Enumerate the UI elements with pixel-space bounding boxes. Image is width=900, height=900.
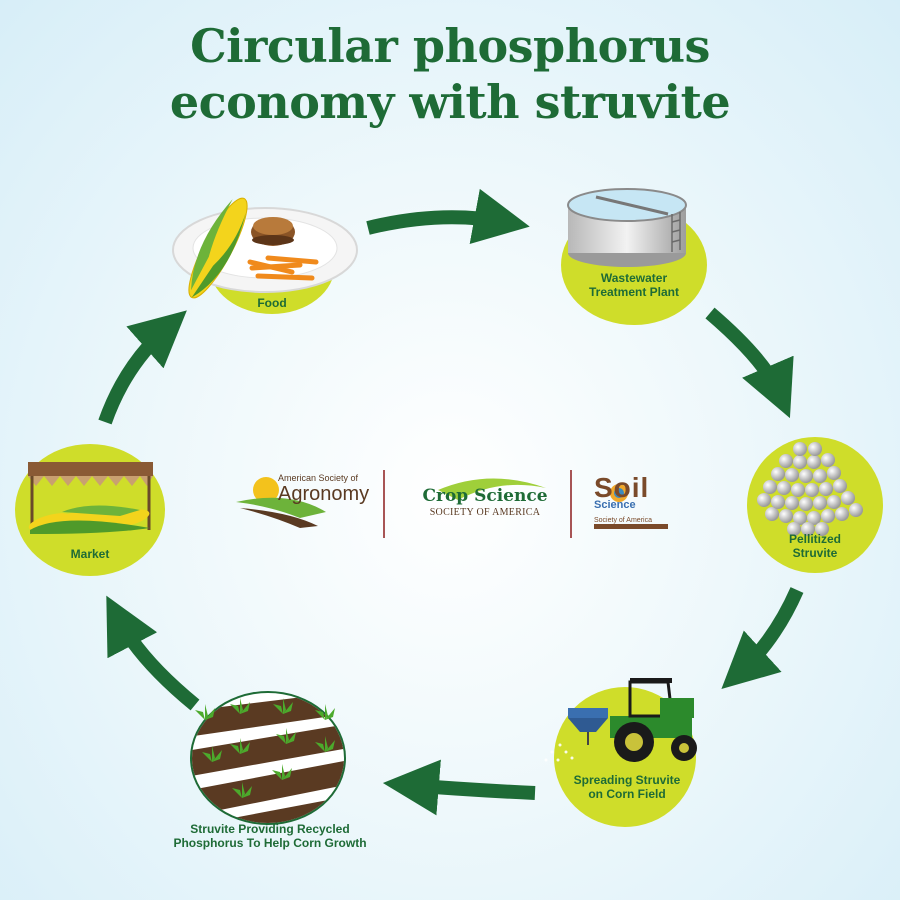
soilscience-big-text: Soil [594, 472, 650, 503]
soilscience-logo: Soil Science Society of America [594, 474, 674, 526]
wastewater-line1: Wastewater [600, 271, 668, 285]
spreading-line2: on Corn Field [588, 787, 666, 801]
page-title: Circular phosphorus economy with struvit… [0, 18, 900, 130]
arrow-growth-to-market [106, 595, 200, 711]
title-line-1: Circular phosphorus [190, 19, 710, 73]
agronomy-small-text: American Society of [278, 473, 359, 483]
market-label: Market [70, 547, 110, 561]
cropscience-small-text: SOCIETY OF AMERICA [429, 507, 541, 518]
agronomy-logo: American Society of Agronomy [278, 473, 378, 505]
soilscience-logo-graphic [594, 484, 668, 529]
cycle-arrows [98, 188, 804, 816]
growth-line2: Phosphorus To Help Corn Growth [173, 836, 367, 850]
title-line-2: economy with struvite [169, 75, 731, 129]
wastewater-tank-icon [567, 188, 687, 267]
arrow-market-to-food [98, 310, 187, 425]
arrow-struvite-to-spreading [721, 587, 804, 690]
label-wastewater: Wastewater Treatment Plant [574, 271, 694, 299]
label-market: Market [40, 547, 140, 561]
soilscience-mid-text: Science [594, 499, 636, 511]
arrow-wastewater-to-struvite [705, 307, 794, 419]
struvite-pellets-icon [757, 442, 863, 536]
cropscience-logo: Crop Science SOCIETY OF AMERICA [405, 486, 565, 520]
cropscience-leaf-icon [438, 478, 546, 500]
agronomy-logo-graphic [236, 477, 326, 528]
cropscience-big-text: Crop Science [422, 486, 548, 506]
market-stall-icon [28, 462, 153, 534]
soilscience-small-text: Society of America [594, 517, 652, 524]
agronomy-big-text: Agronomy [278, 483, 370, 505]
arrow-spreading-to-growth [382, 759, 536, 816]
struvite-line2: Struvite [792, 546, 838, 560]
label-spreading: Spreading Struvite on Corn Field [560, 773, 694, 801]
growth-line1: Struvite Providing Recycled [190, 822, 350, 836]
wastewater-line2: Treatment Plant [588, 285, 680, 299]
label-food: Food [222, 296, 322, 310]
tractor-icon [544, 678, 697, 762]
label-struvite: Pellitized Struvite [755, 532, 875, 560]
corn-field-icon [190, 691, 346, 825]
food-icon [172, 197, 358, 299]
spreading-line1: Spreading Struvite [573, 773, 681, 787]
struvite-line1: Pellitized [788, 532, 841, 546]
food-label: Food [257, 296, 287, 310]
arrow-food-to-wastewater [366, 188, 530, 244]
label-growth: Struvite Providing Recycled Phosphorus T… [150, 822, 390, 850]
